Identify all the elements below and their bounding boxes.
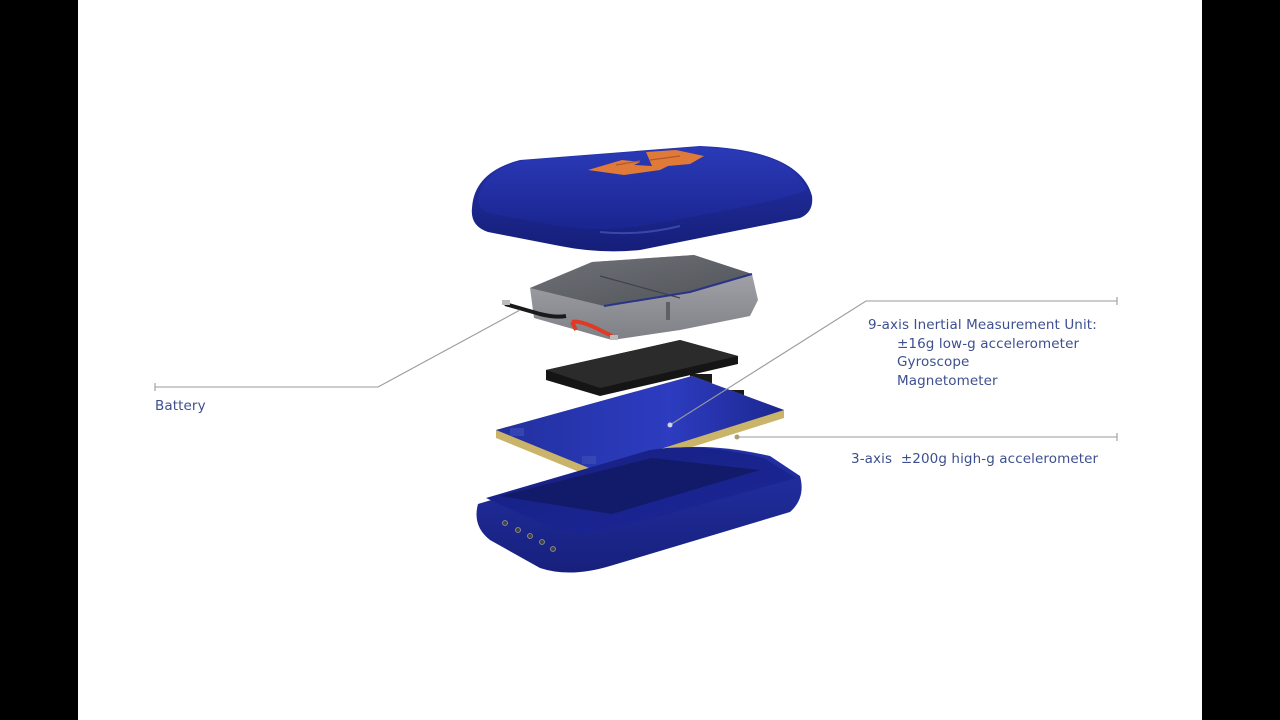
brand-logo-icon <box>588 150 704 175</box>
callout-imu-item: ±16g low-g accelerometer <box>897 335 1080 352</box>
high-g-anchor-dot <box>734 434 740 440</box>
charging-contacts-icon <box>502 520 556 552</box>
callout-imu-item: Gyroscope <box>897 354 970 370</box>
bottom-housing <box>476 446 802 573</box>
callout-high-g-accelerometer: 3-axis ±200g high-g accelerometer <box>851 450 1098 469</box>
callout-imu-title: 9-axis Inertial Measurement Unit: <box>868 317 1097 333</box>
callout-imu: 9-axis Inertial Measurement Unit: ±16g l… <box>868 316 1097 390</box>
callout-imu-item: Magnetometer <box>897 372 998 389</box>
imu-anchor-dot <box>667 422 673 428</box>
circuit-board <box>496 376 784 478</box>
battery <box>502 255 758 340</box>
callout-high-g-label: 3-axis ±200g high-g accelerometer <box>851 451 1099 467</box>
imu-leader-line <box>669 300 1117 426</box>
battery-leader-line <box>155 309 521 388</box>
callout-battery: Battery <box>155 397 206 416</box>
leader-lines <box>154 297 1118 441</box>
top-cover <box>471 146 813 252</box>
callout-battery-label: Battery <box>155 398 206 414</box>
